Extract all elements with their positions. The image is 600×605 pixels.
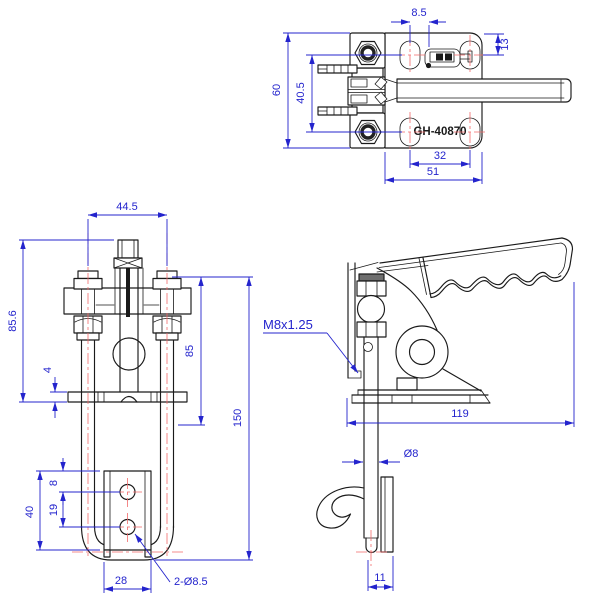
front-centerlines xyxy=(72,233,183,556)
dim-overall-depth: 60 xyxy=(271,32,350,149)
dim-thread: M8x1.25 xyxy=(263,317,359,374)
svg-text:40.5: 40.5 xyxy=(295,82,307,103)
base-side xyxy=(351,389,491,404)
link-column xyxy=(112,262,146,393)
dim-hole-offset: 8.5 xyxy=(391,7,446,47)
hook-plate-side xyxy=(380,476,394,553)
part-number-label: GH-40870 xyxy=(413,126,466,138)
dim-overall-length: 119 xyxy=(346,282,575,427)
dim-rod-height: 85 xyxy=(172,276,253,426)
side-centerlines xyxy=(356,530,388,566)
svg-text:85.6: 85.6 xyxy=(7,310,19,331)
spindle xyxy=(356,273,387,553)
side-view: M8x1.25 119 Ø8 11 xyxy=(263,237,575,591)
svg-text:8.5: 8.5 xyxy=(411,7,426,19)
crossbar xyxy=(67,391,188,403)
svg-text:4: 4 xyxy=(42,367,54,373)
svg-text:51: 51 xyxy=(427,166,439,178)
handle-side xyxy=(349,237,574,299)
front-view: 44.5 85.6 4 85 150 xyxy=(7,201,253,593)
screw-head xyxy=(113,239,143,269)
dim-overall-height: 150 xyxy=(155,277,253,561)
dim-bar-thickness: 4 xyxy=(42,367,67,418)
dim-holes-note: 2-Ø8.5 xyxy=(134,533,208,588)
dim-plate-width: 28 xyxy=(103,559,152,593)
rod-nuts xyxy=(73,315,182,341)
svg-text:2-Ø8.5: 2-Ø8.5 xyxy=(174,576,208,588)
svg-text:150: 150 xyxy=(232,409,244,427)
rod-ends-top xyxy=(317,64,358,116)
dim-rod-diameter: Ø8 xyxy=(342,448,419,465)
svg-text:44.5: 44.5 xyxy=(116,201,137,213)
svg-text:28: 28 xyxy=(115,575,127,587)
dim-hole-spacing: 32 xyxy=(409,150,471,168)
dim-plate-hole-pitch: 19 xyxy=(48,492,120,528)
dim-plate-length: 51 xyxy=(384,152,483,184)
dim-hole-row-spacing: 40.5 xyxy=(295,54,402,133)
u-bolt-leg-side xyxy=(347,262,362,379)
svg-text:11: 11 xyxy=(374,572,385,584)
svg-text:M8x1.25: M8x1.25 xyxy=(263,317,313,332)
svg-text:13: 13 xyxy=(499,38,511,50)
svg-text:Ø8: Ø8 xyxy=(404,448,419,460)
dim-rod-spacing: 44.5 xyxy=(87,201,168,266)
hook-side xyxy=(316,486,365,529)
dim-hook-offset: 11 xyxy=(367,556,394,591)
svg-text:60: 60 xyxy=(271,84,283,96)
dim-edge-to-hole: 13 xyxy=(483,33,511,56)
latch-detail xyxy=(424,48,473,69)
svg-text:32: 32 xyxy=(434,150,446,162)
svg-text:85: 85 xyxy=(184,345,196,357)
svg-text:19: 19 xyxy=(48,504,60,516)
svg-text:8: 8 xyxy=(48,480,60,486)
dim-plate-height: 40 xyxy=(24,471,100,551)
hex-nut-top xyxy=(354,40,382,66)
hole-centerlines xyxy=(394,35,486,152)
svg-text:40: 40 xyxy=(24,506,36,518)
clevis-top xyxy=(347,76,388,106)
svg-text:119: 119 xyxy=(451,408,469,420)
top-view: GH-40870 8.5 13 60 xyxy=(271,7,572,184)
handle-bar-top xyxy=(384,78,572,103)
